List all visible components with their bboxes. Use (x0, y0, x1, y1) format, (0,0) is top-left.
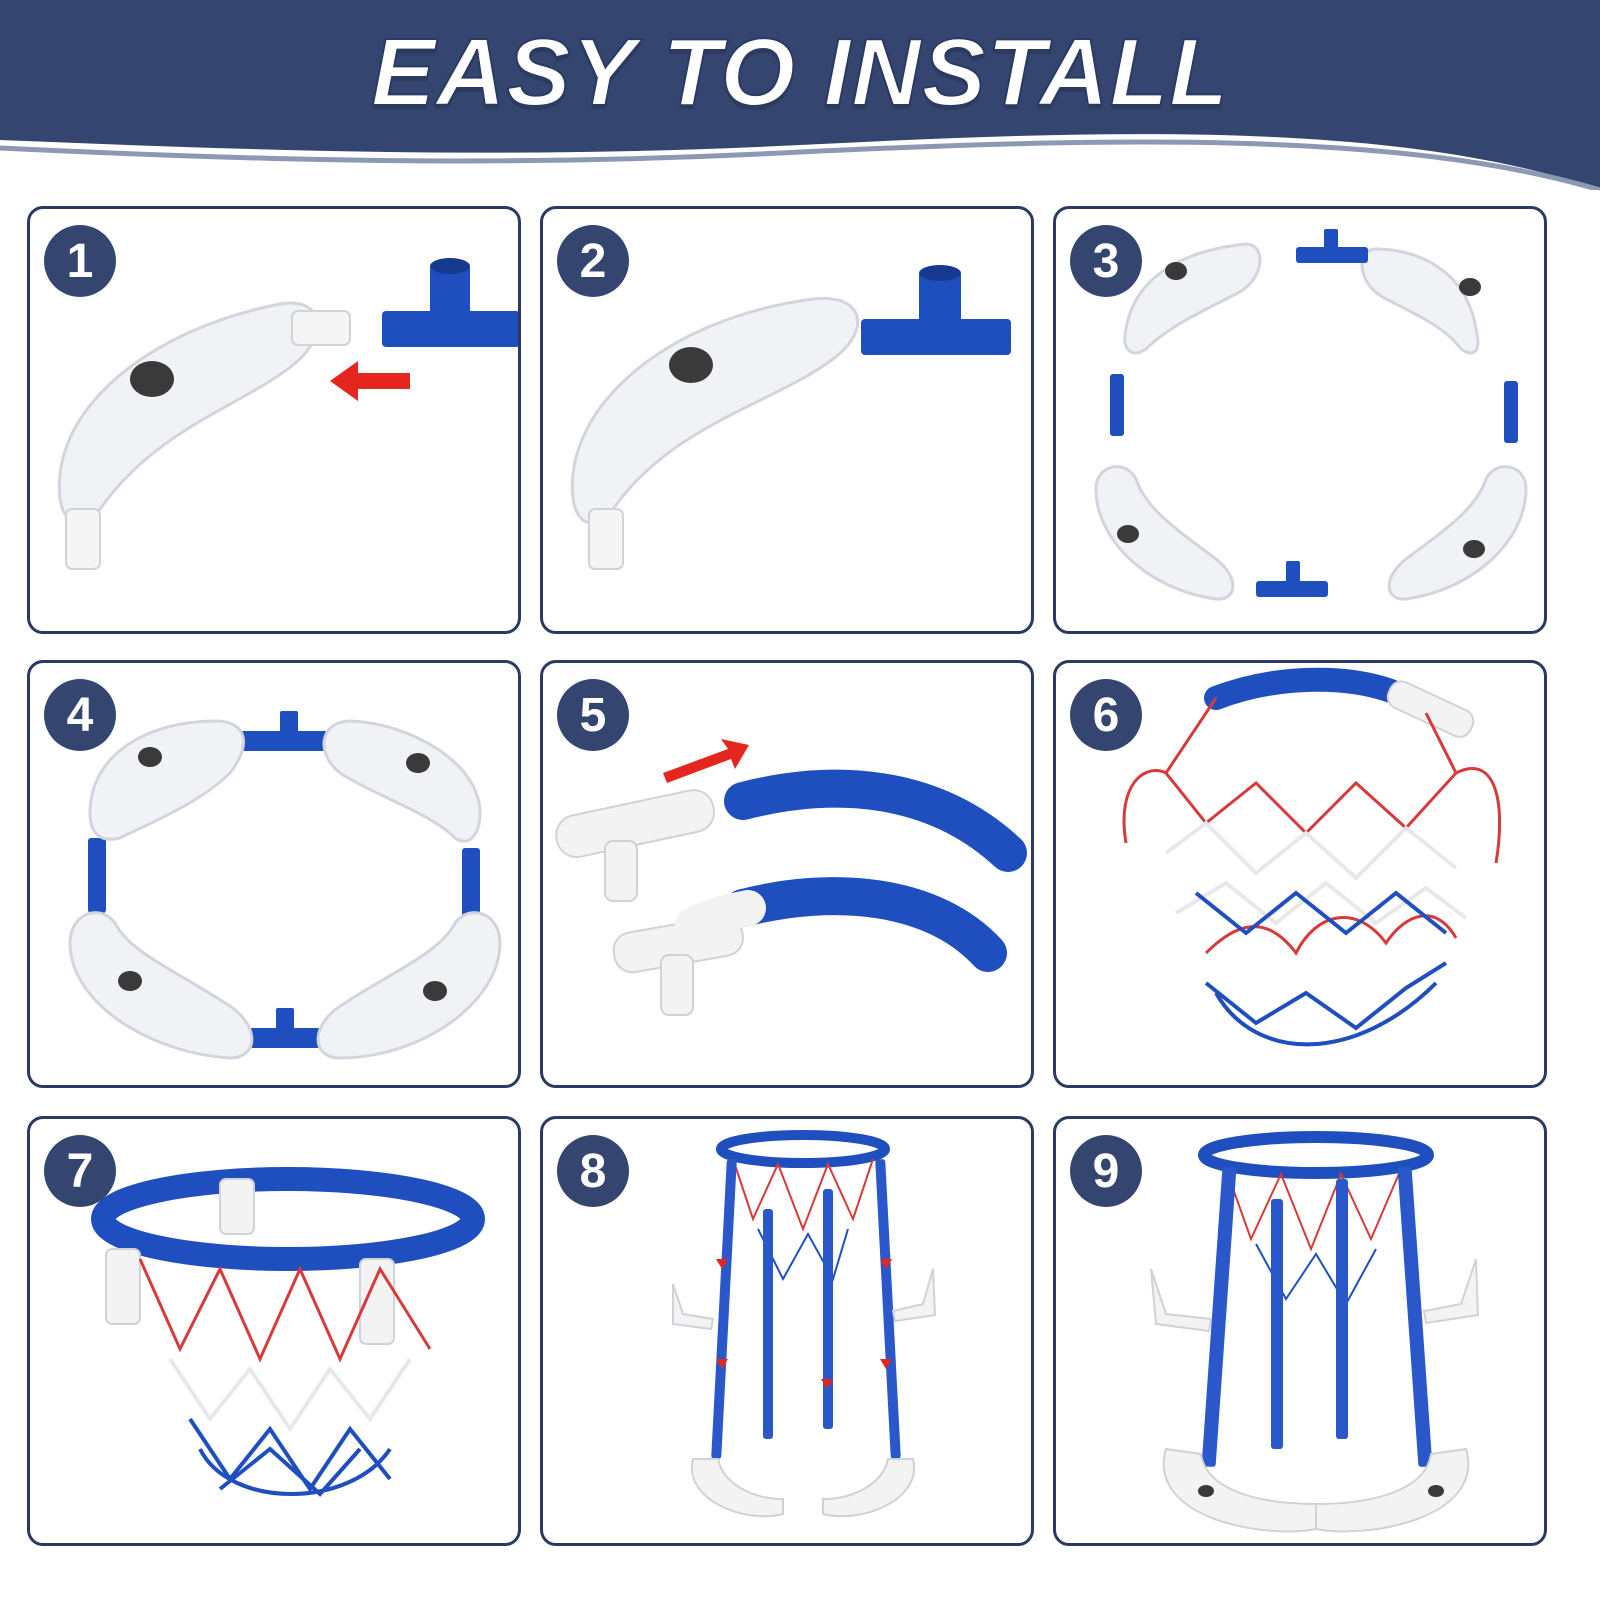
step-number-badge: 7 (44, 1135, 116, 1207)
completed-floating-basketball-hoop-icon (1150, 1131, 1480, 1533)
step-panel-9: 9 (1053, 1116, 1547, 1546)
step-panel-1: 1 (27, 206, 521, 634)
step-number-badge: 2 (557, 225, 629, 297)
step-number-badge: 5 (557, 679, 629, 751)
step-panel-7: 7 (27, 1116, 521, 1546)
step-number-badge: 9 (1070, 1135, 1142, 1207)
poles-inserting-into-base-icon (672, 1130, 937, 1518)
rim-tube-and-connector-icon (555, 739, 1027, 1016)
step-panel-2: 2 (540, 206, 1034, 634)
step-number-badge: 4 (44, 679, 116, 751)
banner-title: EASY TO INSTALL (370, 18, 1229, 127)
step-panel-5: 5 (540, 660, 1034, 1088)
step-panel-4: 4 (27, 660, 521, 1088)
net-attaching-to-rim-icon (1122, 667, 1502, 1047)
step-number-badge: 8 (557, 1135, 629, 1207)
assembled-float-base-ring-icon (68, 711, 502, 1060)
step-panel-3: 3 (1053, 206, 1547, 634)
step-number-badge: 6 (1070, 679, 1142, 751)
step-number-badge: 3 (1070, 225, 1142, 297)
float-corner-with-t-connector-icon (570, 265, 1011, 570)
banner-wave-background (0, 0, 1600, 190)
rim-with-net-icon (91, 1167, 485, 1497)
four-floats-and-connectors-exploded-icon (1094, 229, 1528, 601)
step-panel-8: 8 (540, 1116, 1034, 1546)
title-banner: EASY TO INSTALL (0, 0, 1600, 190)
step-number-badge: 1 (44, 225, 116, 297)
step-panel-6: 6 (1053, 660, 1547, 1088)
float-corner-joining-t-connector-icon (57, 258, 518, 570)
